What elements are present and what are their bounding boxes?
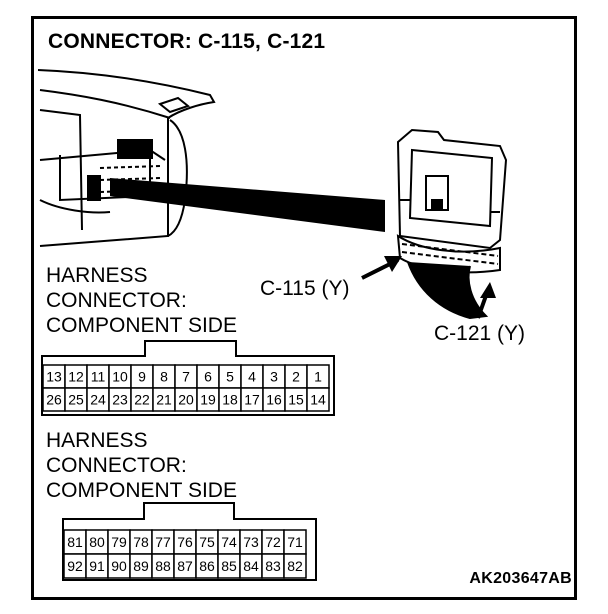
arrow-c115 — [361, 256, 402, 280]
harness-label-c121: HARNESS CONNECTOR: COMPONENT SIDE — [46, 429, 237, 502]
c115-pin-number: 6 — [204, 369, 212, 385]
c121-pin-number: 73 — [243, 534, 259, 550]
c115-pin-number: 4 — [248, 369, 256, 385]
c115-pin-number: 5 — [226, 369, 234, 385]
c115-pin-number: 18 — [222, 392, 238, 408]
c115-pin-number: 1 — [314, 369, 322, 385]
c115-pin-number: 11 — [91, 369, 106, 385]
c121-pin-number: 84 — [243, 558, 259, 574]
c121-pin-cell — [283, 553, 307, 579]
c121-pin-number: 71 — [287, 534, 303, 550]
c115-pin-number: 13 — [46, 369, 62, 385]
c121-pin-number: 81 — [67, 534, 83, 550]
c121-pin-number: 80 — [89, 534, 105, 550]
c115-pin-number: 25 — [68, 392, 84, 408]
connector-c121: 81 80 79 78 77 76 75 74 73 72 71 92 91 90 89 88 87 86 85 84… — [62, 502, 317, 581]
c115-pin-number: 26 — [46, 392, 62, 408]
c115-pin-number: 9 — [138, 369, 146, 385]
c115-pin-number: 15 — [288, 392, 304, 408]
c121-pin-number: 86 — [199, 558, 215, 574]
c121-pin-number: 91 — [89, 558, 105, 574]
diagram-title: CONNECTOR: C-115, C-121 — [48, 30, 326, 53]
c121-pin-number: 87 — [177, 558, 193, 574]
pointer-wedge — [110, 178, 385, 232]
c121-pin-number: 90 — [111, 558, 127, 574]
dashboard-illustration — [37, 69, 216, 247]
harness-label-c115: HARNESS CONNECTOR: COMPONENT SIDE — [46, 264, 237, 337]
c121-pin-number: 76 — [177, 534, 193, 550]
c115-pin-number: 19 — [200, 392, 216, 408]
c115-pin-number: 3 — [270, 369, 278, 385]
c115-pin-number: 20 — [178, 392, 194, 408]
c115-pin-cell — [306, 387, 330, 412]
c115-pin-number: 2 — [292, 369, 300, 385]
c115-pin-number: 17 — [244, 392, 260, 408]
c121-pin-number: 78 — [133, 534, 149, 550]
c121-pin-number: 83 — [265, 558, 281, 574]
reference-code: AK203647AB — [469, 570, 572, 587]
c121-pin-number: 85 — [221, 558, 237, 574]
c121-pin-number: 74 — [221, 534, 237, 550]
c115-pin-number: 12 — [68, 369, 84, 385]
c121-pin-number: 77 — [155, 534, 171, 550]
c121-pin-number: 79 — [111, 534, 127, 550]
diagram-frame — [31, 16, 577, 600]
c115-pin-number: 10 — [112, 369, 128, 385]
c115-pin-number: 8 — [160, 369, 168, 385]
ecu-illustration — [396, 128, 508, 320]
c115-pin-number: 23 — [112, 392, 128, 408]
c115-pin-number: 22 — [134, 392, 150, 408]
c121-pin-number: 72 — [265, 534, 281, 550]
c115-pin-number: 7 — [182, 369, 190, 385]
c115-pin-number: 16 — [266, 392, 282, 408]
arrow-c121 — [476, 282, 496, 319]
c115-pin-number: 21 — [156, 392, 172, 408]
callout-c115: C-115 (Y) — [260, 277, 350, 300]
c115-pin-number: 24 — [90, 392, 106, 408]
c121-pin-number: 75 — [199, 534, 215, 550]
callout-c121: C-121 (Y) — [434, 322, 526, 345]
c121-pin-number: 82 — [287, 558, 303, 574]
c121-pin-number: 92 — [67, 558, 83, 574]
c121-pin-number: 89 — [133, 558, 149, 574]
c115-pin-number: 14 — [310, 392, 326, 408]
c121-pin-number: 88 — [155, 558, 171, 574]
